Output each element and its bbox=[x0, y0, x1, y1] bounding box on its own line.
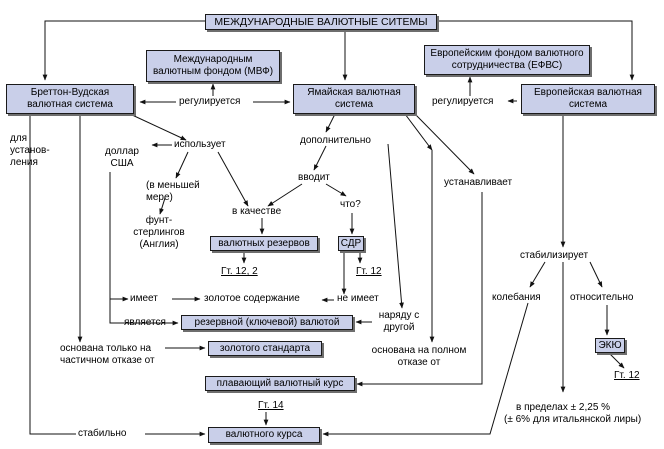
label-has: имеет bbox=[130, 293, 158, 304]
edge-jamaica-sets bbox=[414, 113, 475, 175]
label-sets: устанавливает bbox=[444, 177, 513, 188]
ref-12-sdr[interactable]: Гт. 12 bbox=[356, 266, 382, 277]
edge-root-bretton bbox=[42, 20, 205, 81]
edge-bretton-stable bbox=[29, 114, 76, 435]
label-italy: (± 6% для итальянской лиры) bbox=[504, 414, 642, 425]
edge-introduces-as bbox=[267, 183, 303, 207]
edge-ecu-ref bbox=[609, 353, 625, 369]
label-has-not: не имеет bbox=[337, 293, 379, 304]
edge-jamaica-additionally bbox=[325, 113, 336, 133]
label-regulated-right: регулируется bbox=[432, 96, 494, 107]
label-fluctuations: колебания bbox=[492, 292, 541, 303]
label-stabilizes: стабилизирует bbox=[520, 250, 589, 261]
bretton-box: Бреттон-Вудская валютная система bbox=[6, 84, 134, 114]
label-uses: использует bbox=[174, 139, 226, 150]
label-pound: фунт-стерлингов (Англия) bbox=[133, 215, 185, 250]
edge-jamaica-down bbox=[404, 113, 433, 151]
label-within: в пределах ± 2,25 % bbox=[516, 402, 611, 413]
sdr-box: СДР bbox=[338, 236, 364, 251]
label-regulated-left: регулируется bbox=[179, 96, 241, 107]
efvs-box: Европейским фондом валютного сотрудничес… bbox=[424, 45, 590, 75]
label-relatively: относительно bbox=[570, 292, 634, 303]
jamaica-box: Ямайская валютная система bbox=[293, 84, 415, 114]
label-along: наряду с другой bbox=[378, 310, 420, 333]
imf-box: Международным валютным фондом (МВФ) bbox=[146, 50, 280, 82]
currency-rate-box: валютного курса bbox=[208, 427, 320, 443]
ecu-box: ЭКЮ bbox=[595, 338, 625, 353]
european-box: Европейская валютная система bbox=[521, 84, 655, 114]
label-introduces: вводит bbox=[298, 172, 330, 183]
label-additionally: дополнительно bbox=[300, 135, 371, 146]
gold-standard-box: золотого стандарта bbox=[208, 341, 322, 356]
root-box: МЕЖДУНАРОДНЫЕ ВАЛЮТНЫЕ СИТЕМЫ bbox=[205, 14, 437, 30]
edge-dollar-has-is bbox=[109, 172, 179, 326]
label-for-setting: для установ-ления bbox=[10, 133, 50, 168]
ref-12-ecu[interactable]: Гт. 12 bbox=[614, 370, 640, 381]
label-stable: стабильно bbox=[78, 428, 127, 439]
floating-rate-box: плавающий валютный курс bbox=[205, 376, 355, 391]
ref-14[interactable]: Гт. 14 bbox=[258, 400, 284, 411]
label-as: в качестве bbox=[232, 206, 282, 217]
ref-12-2[interactable]: Гт. 12, 2 bbox=[221, 266, 258, 277]
label-partial: основана только на частичном отказе от bbox=[60, 343, 155, 366]
label-full: основана на полном отказе от bbox=[371, 345, 467, 368]
label-dollar: доллар США bbox=[105, 146, 139, 169]
edge-bretton-uses bbox=[129, 113, 187, 141]
edge-introduces-what bbox=[325, 183, 347, 197]
label-is: является bbox=[124, 317, 166, 328]
edge-uses-lesser bbox=[175, 151, 189, 179]
edge-additionally-along bbox=[387, 143, 404, 309]
edge-additionally-introduces bbox=[313, 145, 327, 171]
label-what: что? bbox=[340, 199, 361, 210]
edge-root-european bbox=[436, 20, 635, 81]
label-lesser: (в меньшей мере) bbox=[146, 180, 200, 203]
reserves-box: валютных резервов bbox=[210, 236, 318, 251]
edge-sets-floating bbox=[356, 192, 483, 387]
edge-lesser-pound bbox=[159, 197, 166, 215]
key-currency-box: резервной (ключевой) валютой bbox=[181, 315, 353, 330]
edge-stabilizes-fluct bbox=[529, 261, 546, 288]
label-gold-content: золотое содержание bbox=[204, 293, 300, 304]
edge-stabilizes-rel bbox=[589, 261, 603, 288]
edge-fluct-rate bbox=[322, 302, 529, 437]
edge-uses-reserves bbox=[217, 151, 249, 207]
